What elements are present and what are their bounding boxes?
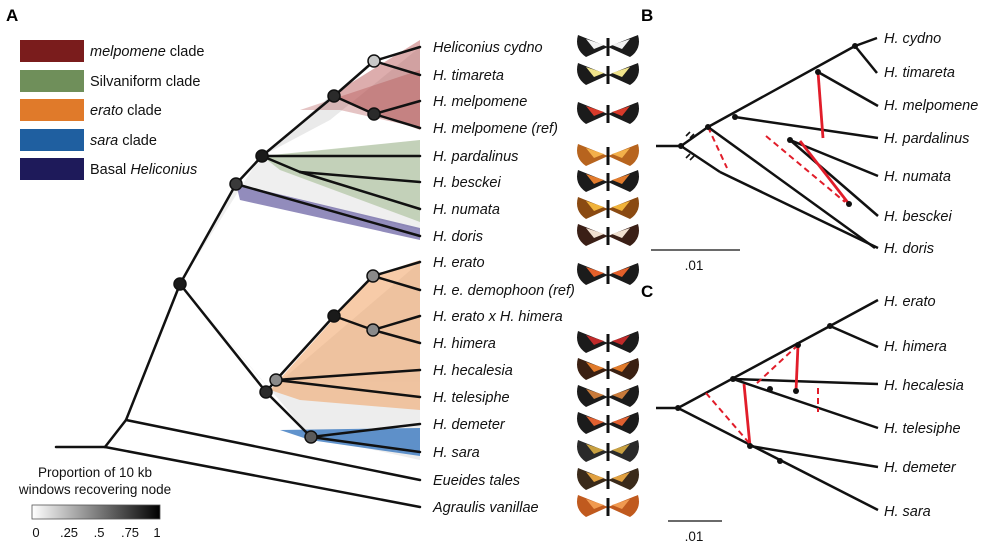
taxon-c-erato: H. erato (884, 294, 936, 310)
butterfly-image (577, 170, 639, 192)
legend-swatch-basal (20, 158, 84, 180)
butterfly-image (577, 144, 639, 166)
colorbar-tick-025: .25 (60, 525, 78, 540)
tree-node (173, 277, 187, 291)
tree-node (366, 323, 380, 337)
taxon-label: H. numata (433, 202, 500, 218)
taxon-label: H. sara (433, 445, 480, 461)
colorbar-tick-1: 1 (153, 525, 160, 540)
species-tree-a-nodes (173, 54, 381, 444)
introgression-edges-b (798, 71, 851, 205)
clade-legend: melpomene clade Silvaniform clade erato … (20, 40, 204, 180)
colorbar-tick-05: .5 (94, 525, 105, 540)
tree-node (327, 309, 341, 323)
taxon-label: H. pardalinus (433, 149, 518, 165)
butterfly-image (577, 63, 639, 85)
taxon-b-pardalinus: H. pardalinus (884, 131, 969, 147)
taxon-b-besckei: H. besckei (884, 209, 952, 225)
butterfly-image (577, 495, 639, 517)
panel-label-a: A (6, 6, 18, 25)
legend-label-melpomene: melpomene clade (90, 44, 204, 60)
tree-node (367, 107, 381, 121)
tree-node (327, 89, 341, 103)
colorbar-caption-line1: Proportion of 10 kb (38, 465, 152, 480)
scalebar-b-label: .01 (685, 258, 704, 273)
butterfly-image (577, 197, 639, 219)
tree-node (367, 54, 381, 68)
taxon-label: H. hecalesia (433, 363, 513, 379)
proportion-colorbar: Proportion of 10 kb windows recovering n… (18, 465, 171, 540)
taxon-label: H. doris (433, 229, 483, 245)
legend-label-silvaniform: Silvaniform clade (90, 74, 200, 90)
butterfly-image (577, 468, 639, 490)
network-tree-c: H. erato H. himera H. hecalesia H. teles… (656, 294, 964, 544)
taxon-label: H. erato (433, 255, 485, 271)
butterfly-image (577, 440, 639, 462)
butterfly-image (577, 331, 639, 353)
legend-label-sara: sara clade (90, 133, 157, 149)
species-tree-a (54, 45, 422, 509)
butterfly-images (577, 35, 639, 517)
taxon-label: H. telesiphe (433, 390, 510, 406)
taxon-b-numata: H. numata (884, 169, 951, 185)
taxon-label: H. besckei (433, 175, 501, 191)
taxon-c-demeter: H. demeter (884, 460, 957, 476)
butterfly-image (577, 358, 639, 380)
colorbar-tick-075: .75 (121, 525, 139, 540)
butterfly-image (577, 224, 639, 246)
butterfly-image (577, 102, 639, 124)
introgression-dashed-b (707, 126, 846, 203)
introgression-edges-c (742, 344, 800, 447)
taxon-b-doris: H. doris (884, 241, 934, 257)
taxon-label: H. melpomene (433, 94, 527, 110)
tree-node (255, 149, 269, 163)
taxon-label: H. demeter (433, 417, 506, 433)
taxon-c-hecalesia: H. hecalesia (884, 378, 964, 394)
taxon-label: H. melpomene (ref) (433, 121, 558, 137)
tree-node (259, 385, 273, 399)
taxon-label: Eueides tales (433, 473, 520, 489)
butterfly-image (577, 35, 639, 57)
taxon-label: H. timareta (433, 68, 504, 84)
tree-node (304, 430, 318, 444)
taxon-label: Agraulis vanillae (432, 500, 539, 516)
taxon-label: H. himera (433, 336, 496, 352)
network-tree-b: H. cydno H. timareta H. melpomene H. par… (651, 31, 978, 273)
legend-swatch-sara (20, 129, 84, 151)
silvaniform-clade-shade (262, 140, 420, 222)
butterfly-image (577, 412, 639, 434)
panel-label-b: B (641, 6, 653, 25)
introgression-dashed-c (705, 344, 819, 445)
legend-swatch-silvaniform (20, 70, 84, 92)
taxon-b-timareta: H. timareta (884, 65, 955, 81)
taxon-label: H. erato x H. himera (433, 309, 563, 325)
taxon-label: H. e. demophoon (ref) (433, 283, 575, 299)
taxon-b-melpomene: H. melpomene (884, 98, 978, 114)
legend-label-erato: erato clade (90, 103, 162, 119)
taxon-c-telesiphe: H. telesiphe (884, 421, 961, 437)
legend-label-basal: Basal Heliconius (90, 162, 197, 178)
tree-node (269, 373, 283, 387)
taxon-b-cydno: H. cydno (884, 31, 941, 47)
taxon-labels-a: Heliconius cydno H. timareta H. melpomeneH… (432, 40, 575, 516)
butterfly-image (577, 263, 639, 285)
butterfly-image (577, 385, 639, 407)
colorbar-caption-line2: windows recovering node (18, 482, 171, 497)
legend-swatch-erato (20, 99, 84, 121)
taxon-label: Heliconius cydno (433, 40, 543, 56)
scalebar-c-label: .01 (685, 529, 704, 544)
panel-label-c: C (641, 282, 653, 301)
tree-node (366, 269, 380, 283)
colorbar-gradient (31, 504, 161, 520)
legend-swatch-melpomene (20, 40, 84, 62)
colorbar-tick-0: 0 (32, 525, 39, 540)
taxon-c-sara: H. sara (884, 504, 931, 520)
taxon-c-himera: H. himera (884, 339, 947, 355)
tree-node (229, 177, 243, 191)
